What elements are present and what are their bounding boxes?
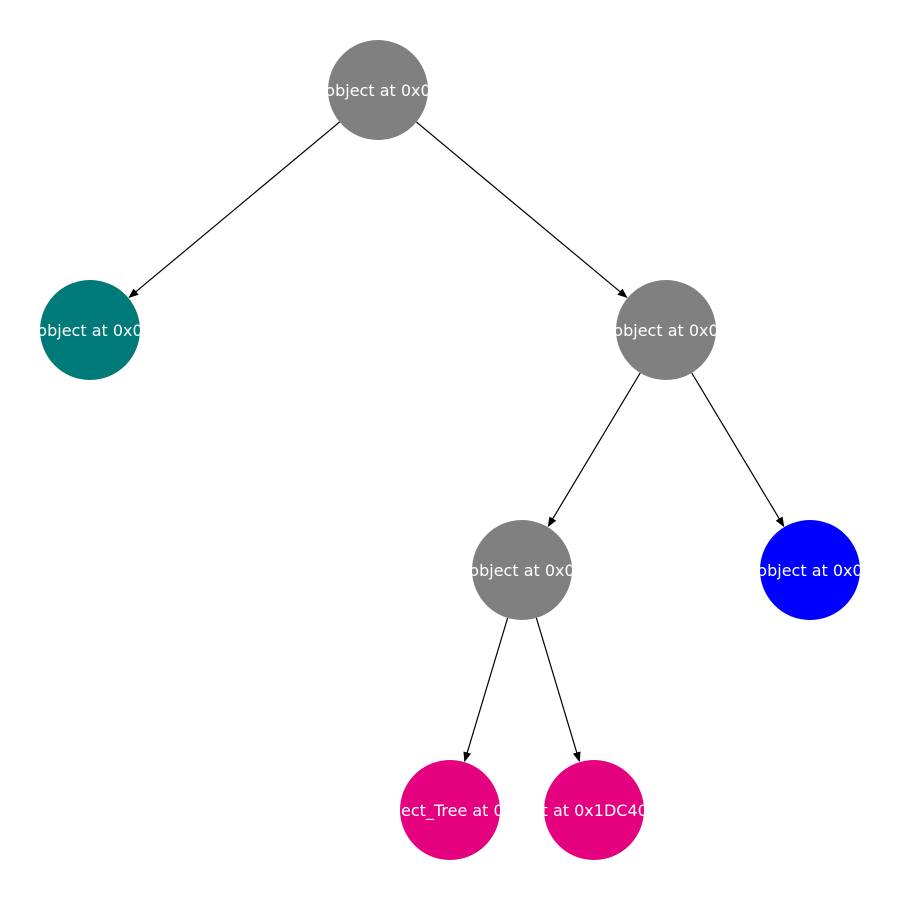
edge-right-internal-to-mid-internal (547, 372, 641, 528)
node-right-leaf-circle (760, 520, 860, 620)
node-left-leaf[interactable]: object at 0x0 (37, 280, 142, 380)
node-mid-internal-label: object at 0x0 (469, 561, 574, 580)
node-bottom-right-leaf-label: object at 0x1DC4021CE (499, 801, 690, 820)
node-left-leaf-circle (40, 280, 140, 380)
edge-root-to-left-leaf (128, 121, 340, 298)
node-mid-internal[interactable]: object at 0x0 (469, 520, 574, 620)
node-bottom-left-leaf[interactable]: object_Tree at 0x0 (377, 760, 524, 860)
node-bottom-left-leaf-circle (400, 760, 500, 860)
node-root-circle (328, 40, 428, 140)
node-bottom-left-leaf-label: object_Tree at 0x0 (377, 801, 524, 821)
node-left-leaf-label: object at 0x0 (37, 321, 142, 340)
edge-right-internal-to-right-leaf (691, 372, 785, 528)
node-root-label: object at 0x0 (325, 81, 430, 100)
node-right-leaf-label: object at 0x0 (757, 561, 862, 580)
node-mid-internal-circle (472, 520, 572, 620)
node-right-internal[interactable]: object at 0x0 (613, 280, 718, 380)
edges (128, 121, 785, 763)
edge-root-to-right-internal (416, 121, 628, 298)
node-right-internal-label: object at 0x0 (613, 321, 718, 340)
edge-mid-internal-to-bottom-right-leaf (535, 617, 581, 763)
nodes: object at 0x0 object at 0x0 object at 0x… (37, 40, 862, 860)
node-right-internal-circle (616, 280, 716, 380)
node-root[interactable]: object at 0x0 (325, 40, 430, 140)
node-bottom-right-leaf[interactable]: object at 0x1DC4021CE (499, 760, 690, 860)
node-right-leaf[interactable]: object at 0x0 (757, 520, 862, 620)
node-bottom-right-leaf-circle (544, 760, 644, 860)
edge-mid-internal-to-bottom-left-leaf (463, 617, 509, 763)
